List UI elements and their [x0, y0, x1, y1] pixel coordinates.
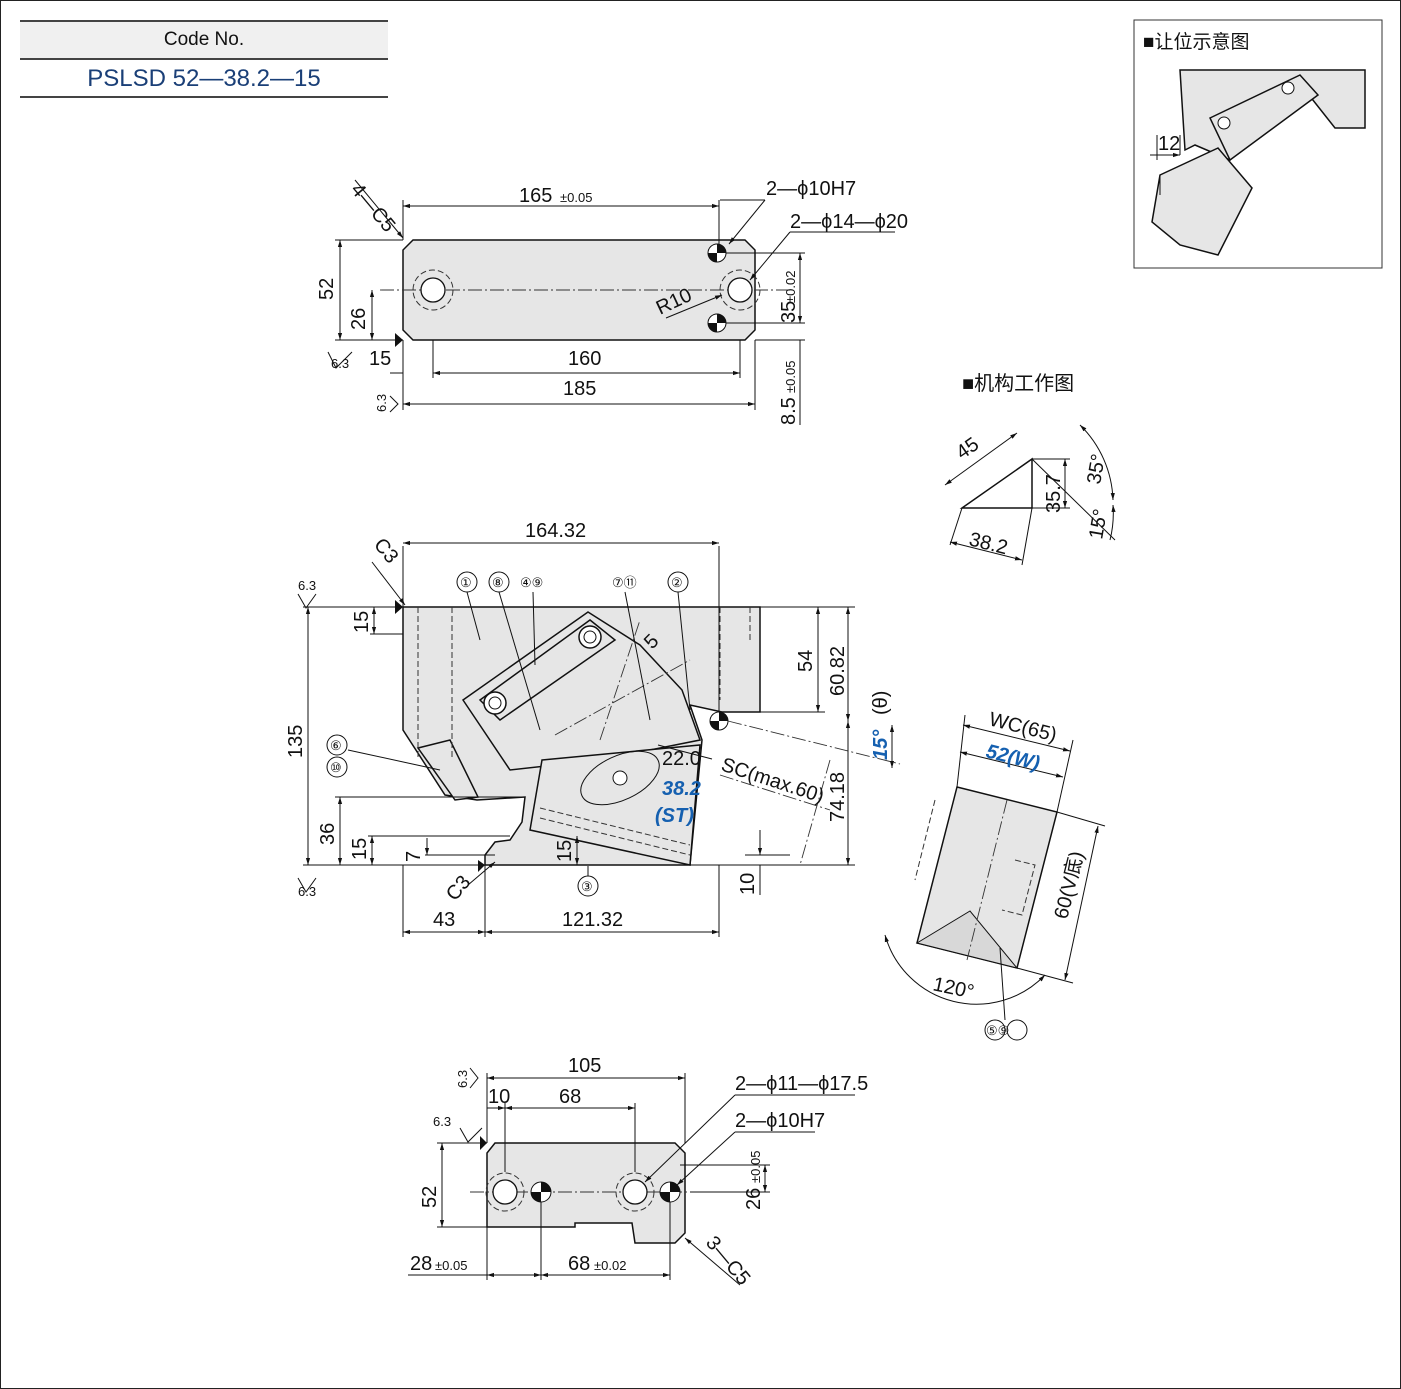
dim-36: 36 — [317, 823, 339, 845]
dim-160: 160 — [568, 348, 601, 370]
stroke-st: (ST) — [655, 805, 694, 827]
mech-38-2: 38.2 — [967, 529, 1010, 560]
dim-52-top: 52 — [316, 278, 338, 300]
dim-28-tol: ±0.05 — [435, 1258, 467, 1273]
code-value: PSLSD 52—38.2—15 — [20, 60, 388, 98]
hole-label-14-20: 2—ϕ14—ϕ20 — [790, 211, 908, 233]
callout-8: ⑧ — [492, 575, 504, 590]
chamfer-c3-bottom: C3 — [442, 871, 475, 905]
dim-105: 105 — [568, 1055, 601, 1077]
roughness-symbol — [327, 351, 353, 369]
dim-28: 28 — [410, 1253, 432, 1275]
dim-15-b: 15 — [349, 838, 371, 860]
dim-26-bottom: 26 — [743, 1188, 765, 1210]
callout-4-9: ④⑨ — [520, 575, 543, 590]
dim-68-tol: ±0.02 — [594, 1258, 626, 1273]
mech-45: 45 — [952, 433, 983, 464]
dim-10-bottom: 10 — [488, 1086, 510, 1108]
angle-15: 15° — [870, 729, 892, 760]
side-wc65: WC(65) — [987, 709, 1059, 747]
dim-68-top: 68 — [559, 1086, 581, 1108]
roughness-front-bottom: 6.3 — [298, 884, 316, 899]
dim-54: 54 — [795, 650, 817, 672]
hole-label-11-17: 2—ϕ11—ϕ17.5 — [735, 1073, 868, 1095]
inset-12: 12 — [1158, 133, 1180, 155]
roughness-top-2: 6.3 — [374, 394, 389, 412]
dim-10-front: 10 — [737, 873, 759, 895]
slide-block — [461, 611, 702, 771]
callout-6: ⑥ — [330, 738, 342, 753]
dim-74-18: 74.18 — [827, 772, 849, 822]
front-view: 164.32 C3 135 6.3 6.3 15 54 60.82 74.18 … — [285, 520, 901, 937]
dim-15-a: 15 — [351, 611, 373, 633]
dim-60-82: 60.82 — [827, 646, 849, 696]
callout-1: ① — [460, 575, 472, 590]
dim-8-5-tol: ±0.05 — [783, 361, 798, 393]
chamfer-4c5: 4—C5 — [346, 179, 399, 237]
dim-52-bottom: 52 — [419, 1186, 441, 1208]
hole-label-10h7: 2—ϕ10H7 — [766, 178, 856, 200]
roughness-top: 6.3 — [331, 356, 349, 371]
code-number-box: Code No. PSLSD 52—38.2—15 — [20, 20, 388, 98]
callout-2: ② — [671, 575, 683, 590]
sc-max60: SC(max.60) — [718, 754, 826, 808]
dim-35: 35 — [778, 301, 800, 323]
top-view: 165 ±0.05 4—C5 2—ϕ10H7 2—ϕ14—ϕ20 52 26 1… — [316, 178, 908, 425]
dim-165-tol: ±0.05 — [560, 190, 592, 205]
bottom-view: 105 10 68 2—ϕ11—ϕ17.5 2—ϕ10H7 52 26 ±0.0… — [408, 1055, 868, 1290]
inset-title: ■让位示意图 — [1143, 31, 1249, 53]
dim-15-c: 15 — [554, 840, 576, 862]
side-view: WC(65) 52(W) 60(V底) 120° ⑤⑨ — [884, 709, 1106, 1041]
code-label: Code No. — [20, 20, 388, 60]
dim-26-tol: ±0.05 — [748, 1151, 763, 1183]
dim-121-32: 121.32 — [562, 909, 623, 931]
mech-15-deg: 15° — [1085, 507, 1112, 541]
datum-point — [709, 711, 729, 731]
mech-title: ■机构工作图 — [962, 372, 1074, 395]
dim-7: 7 — [403, 851, 425, 862]
side-120: 120° — [931, 973, 976, 1003]
dim-135: 135 — [285, 725, 307, 758]
dim-164-32: 164.32 — [525, 520, 586, 542]
callout-7-11: ⑦⑪ — [612, 575, 637, 590]
chamfer-c3-top: C3 — [369, 534, 402, 568]
side-callout-5-9: ⑤⑨ — [986, 1023, 1009, 1038]
hole-label-10h7-bottom: 2—ϕ10H7 — [735, 1110, 825, 1132]
clearance-inset: ■让位示意图 12 — [1133, 19, 1383, 269]
counterbore-outer-left — [412, 269, 454, 311]
side-60v: 60(V底) — [1050, 849, 1089, 921]
roughness-front-top: 6.3 — [298, 578, 316, 593]
roughness-bottom-1: 6.3 — [433, 1114, 451, 1129]
dim-165: 165 — [519, 185, 552, 207]
roughness-bottom-2: 6.3 — [455, 1070, 470, 1088]
dowel-hole-bottom — [707, 313, 727, 333]
mech-35-7: 35.7 — [1043, 474, 1065, 513]
counterbore-hole-right — [727, 277, 753, 303]
counterbore-hole-left — [420, 277, 446, 303]
dowel-hole-left — [530, 1181, 552, 1203]
mech-35-deg: 35° — [1083, 452, 1110, 486]
dim-68-bottom: 68 — [568, 1253, 590, 1275]
callout-10: ⑩ — [330, 760, 342, 775]
counterbore-outer-right — [719, 269, 761, 311]
dim-8-5: 8.5 — [778, 397, 800, 425]
stroke-38-2: 38.2 — [662, 778, 701, 800]
dim-185: 185 — [563, 378, 596, 400]
dim-15-top: 15 — [369, 348, 391, 370]
dowel-hole-top — [707, 243, 727, 263]
dim-35-tol: ±0.02 — [783, 271, 798, 303]
chamfer-3c5: 3—C5 — [701, 1232, 754, 1290]
dim-43: 43 — [433, 909, 455, 931]
side-52w: 52(W) — [984, 741, 1042, 776]
callout-3: ③ — [581, 879, 593, 894]
dim-26-top: 26 — [348, 308, 370, 330]
inset-lower-block — [1151, 147, 1253, 256]
mechanism-diagram: ■机构工作图 45 35.7 38.2 35° 15° — [944, 372, 1116, 566]
angle-theta: (θ) — [870, 691, 892, 715]
